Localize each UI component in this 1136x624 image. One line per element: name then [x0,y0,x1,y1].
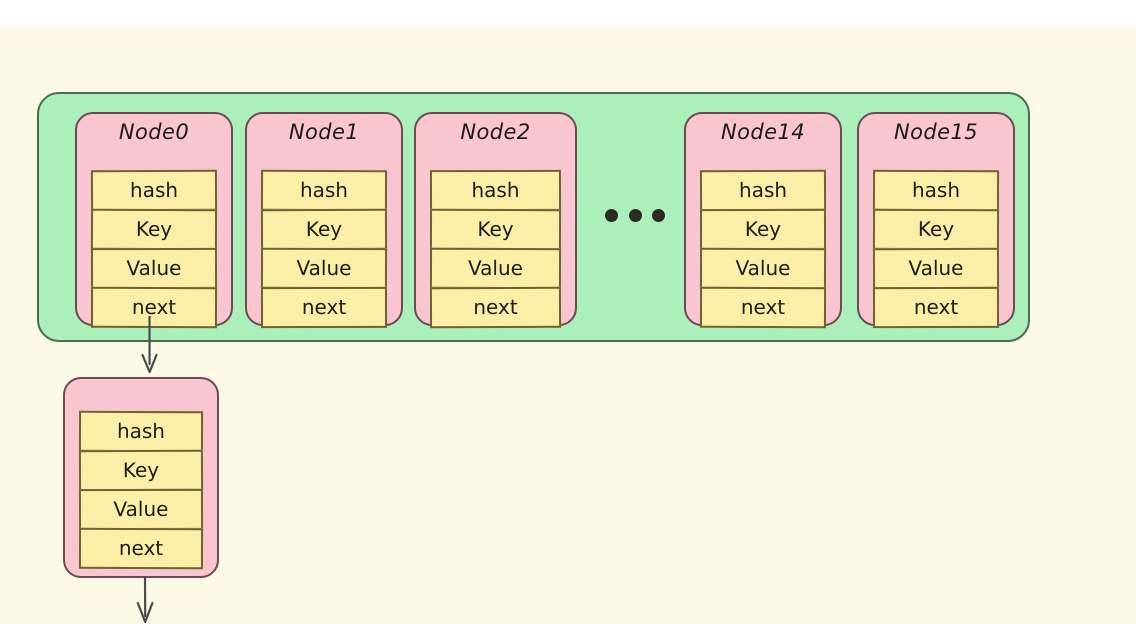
node-fields-1: hash Key Value next [260,169,388,329]
node-field-hash-2[interactable]: hash [429,169,562,212]
node-field-value-14[interactable]: Value [699,247,827,290]
node-field-hash-0[interactable]: hash [90,169,218,212]
node-card-0[interactable]: Node0 hash Key Value next [75,112,233,329]
node-field-key-14[interactable]: Key [699,208,827,251]
chained-node-card[interactable]: hash Key Value next [63,377,219,578]
arrow-node0-next-to-chained-node [130,316,170,378]
node-field-value-1[interactable]: Value [260,247,388,290]
ellipsis-dot-3 [652,208,665,222]
node-card-15[interactable]: Node15 hash Key Value next [857,112,1015,329]
node-card-1[interactable]: Node1 hash Key Value next [245,112,403,329]
node-fields-2: hash Key Value next [429,169,562,329]
node-field-next-15[interactable]: next [872,286,1000,329]
node-fields-0: hash Key Value next [90,169,218,329]
chained-node-field-next[interactable]: next [78,527,204,570]
node-field-next-1[interactable]: next [260,286,388,329]
node-field-key-0[interactable]: Key [90,208,218,251]
node-field-hash-1[interactable]: hash [260,169,388,212]
node-field-key-2[interactable]: Key [429,208,562,251]
node-fields-15: hash Key Value next [872,169,1000,329]
node-title-0: Node0 [118,120,190,144]
node-card-14[interactable]: Node14 hash Key Value next [684,112,842,329]
chained-node-field-hash[interactable]: hash [78,410,204,453]
chained-node-field-key[interactable]: Key [78,449,204,492]
node-field-value-2[interactable]: Value [429,247,562,290]
node-field-hash-15[interactable]: hash [872,169,1000,212]
node-title-15: Node15 [894,120,978,144]
node-field-key-15[interactable]: Key [872,208,1000,251]
node-field-value-0[interactable]: Value [90,247,218,290]
node-fields-14: hash Key Value next [699,169,827,329]
node-field-next-2[interactable]: next [429,286,562,329]
chained-node-fields: hash Key Value next [78,410,204,570]
ellipsis-dot-2 [628,208,642,222]
node-title-1: Node1 [288,120,360,144]
bucket-array-container: Node0 hash Key Value next Node1 hash Key… [37,92,1030,342]
ellipsis-dot-1 [605,208,618,222]
node-field-value-15[interactable]: Value [872,247,1000,290]
node-card-2[interactable]: Node2 hash Key Value next [414,112,577,329]
node-field-key-1[interactable]: Key [260,208,388,251]
node-title-14: Node14 [721,120,805,144]
arrow-chained-node-next-to-below [126,576,166,624]
node-field-next-14[interactable]: next [699,286,827,329]
node-title-2: Node2 [460,120,531,144]
ellipsis-indicator [605,203,665,227]
chained-node-field-value[interactable]: Value [78,488,204,531]
node-field-hash-14[interactable]: hash [699,169,827,212]
